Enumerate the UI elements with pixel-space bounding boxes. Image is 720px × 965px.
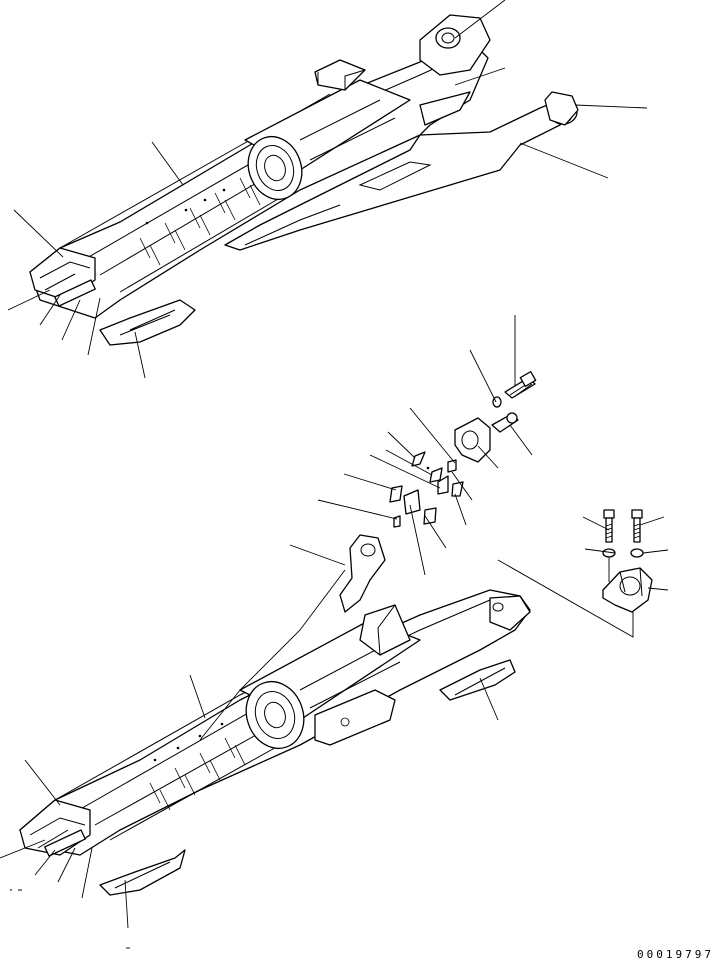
- exploded-leader-lines: [317, 315, 533, 576]
- cap-detail: [497, 509, 669, 638]
- lower-track-frame: [19, 534, 531, 896]
- exploded-parts: [389, 371, 537, 528]
- upper-leader-lines: [7, 0, 648, 379]
- lower-leader-lines: [0, 544, 499, 949]
- upper-track-frame: [29, 14, 579, 346]
- drawing-number: 00019797: [637, 948, 714, 961]
